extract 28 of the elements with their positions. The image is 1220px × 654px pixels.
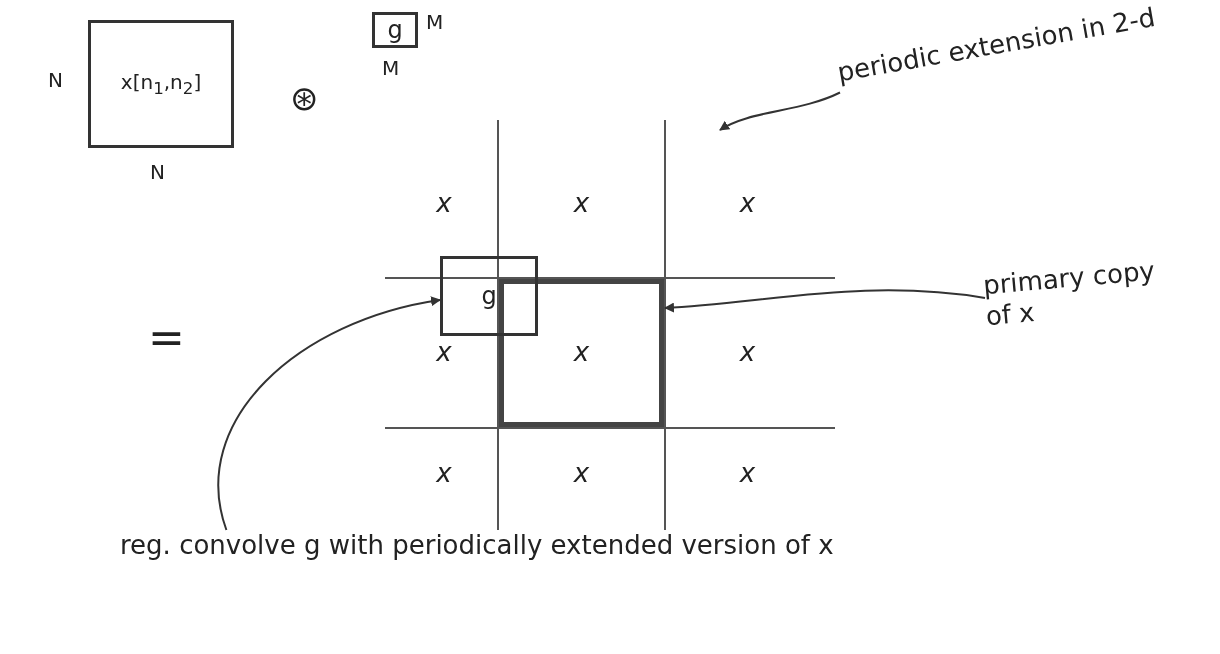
arrow bbox=[217, 296, 441, 531]
dimension-label: M bbox=[426, 10, 444, 34]
annotation-text: periodic extension in 2-d bbox=[835, 0, 1159, 89]
dimension-label: N bbox=[48, 68, 63, 92]
cell-symbol: x bbox=[739, 337, 756, 369]
cell-symbol: x bbox=[436, 188, 452, 220]
dimension-label: N bbox=[150, 160, 165, 184]
kernel-box bbox=[372, 12, 418, 48]
box-label: x[n$_{1}$,n$_{2}$] bbox=[120, 69, 202, 99]
arrow bbox=[719, 91, 841, 131]
cell-symbol: x bbox=[436, 458, 452, 490]
cell-symbol: x bbox=[739, 188, 756, 220]
dimension-label: M bbox=[382, 56, 400, 80]
cell-symbol: x bbox=[573, 458, 590, 490]
box-label: g bbox=[481, 281, 497, 311]
signal-box bbox=[88, 20, 234, 148]
annotation-text: primary copy of x bbox=[981, 254, 1157, 333]
convolution-operator: ⊛ bbox=[290, 78, 319, 119]
annotation-text: reg. convolve g with periodically extended version of x bbox=[120, 530, 835, 562]
arrow bbox=[664, 289, 986, 313]
cell-symbol: x bbox=[573, 188, 590, 220]
equals-sign: = bbox=[148, 312, 185, 365]
box-label: g bbox=[387, 15, 403, 45]
primary-copy-cell bbox=[498, 278, 665, 428]
cell-symbol: x bbox=[573, 337, 590, 369]
cell-symbol: x bbox=[436, 337, 452, 369]
cell-symbol: x bbox=[739, 458, 756, 490]
kernel-box bbox=[440, 256, 538, 336]
